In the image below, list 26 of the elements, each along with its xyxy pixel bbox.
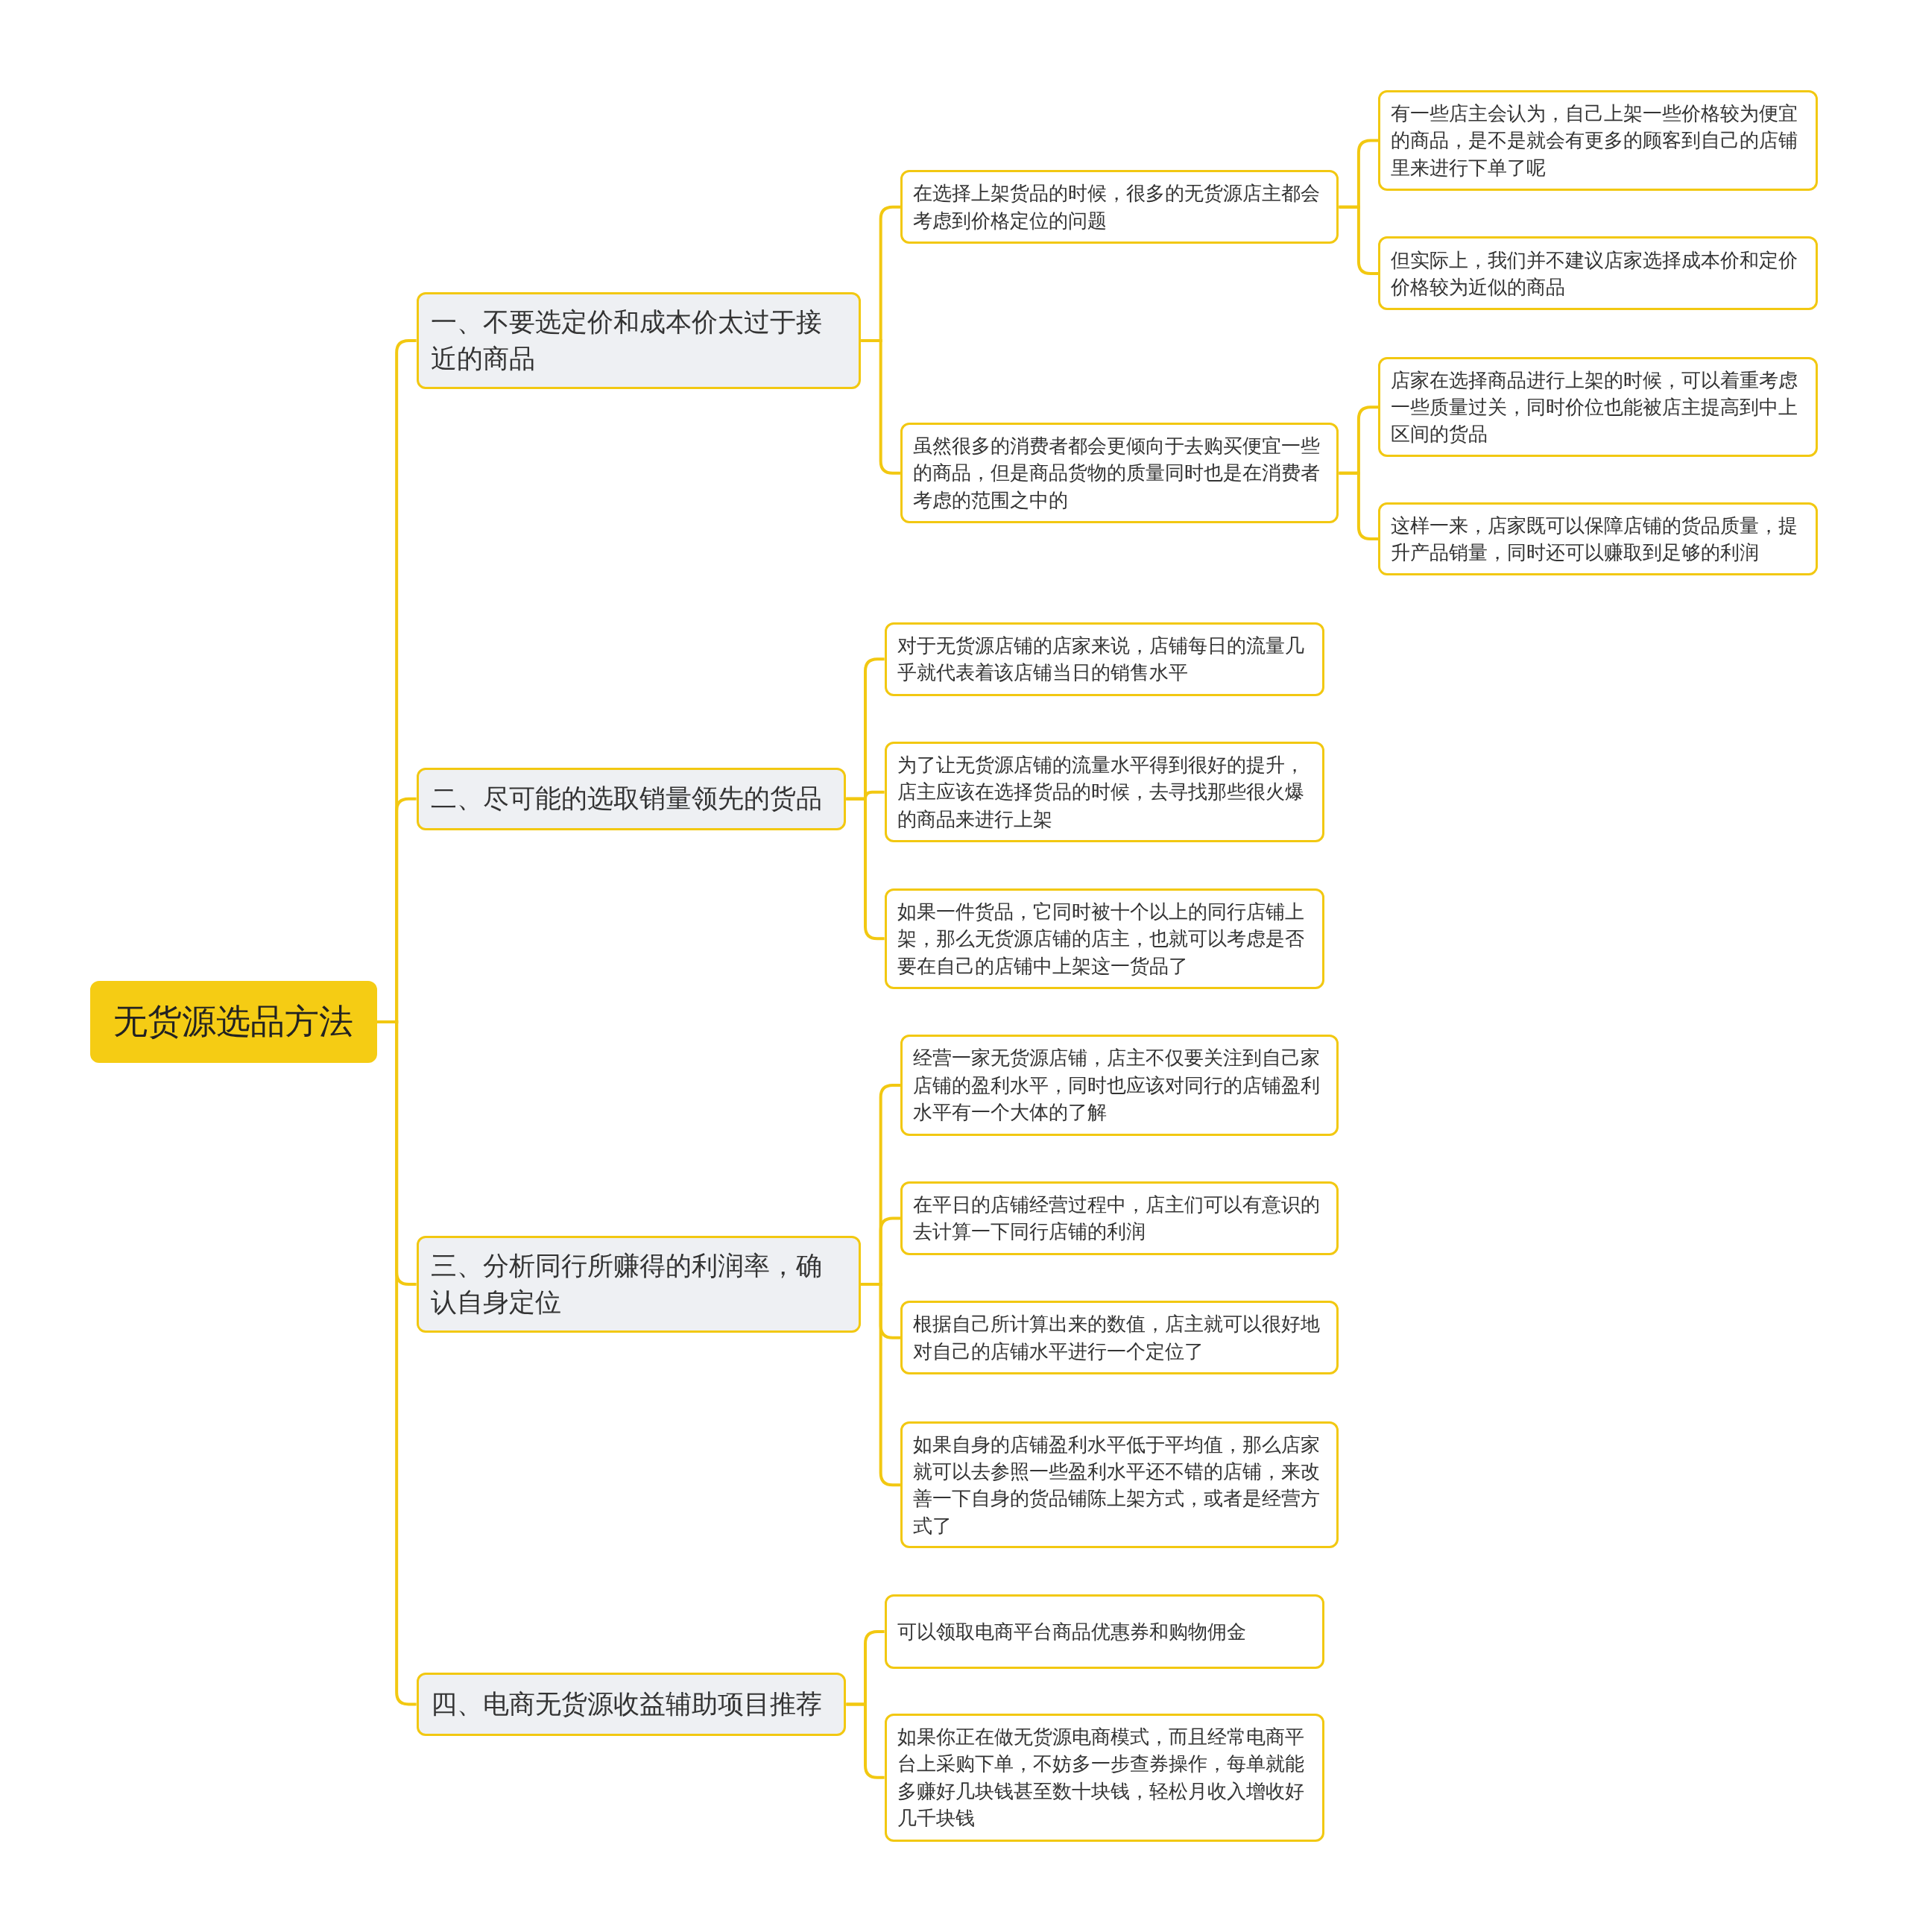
connector-line [1339, 471, 1379, 541]
connector-line [1339, 205, 1379, 275]
topic-box: 二、尽可能的选取销量领先的货品 [416, 767, 847, 830]
subtopic-box: 店家在选择商品进行上架的时候，可以着重考虑一些质量过关，同时价位也能被店主提高到中上区间的货品 [1378, 357, 1819, 458]
connector-line [861, 1282, 901, 1487]
subtopic-box: 虽然很多的消费者都会更倾向于去购买便宜一些的商品，但是商品货物的质量同时也是在消费者考虑的范围之中的 [900, 422, 1339, 524]
root-box: 无货源选品方法 [89, 980, 377, 1064]
subtopic-box: 如果一件货品，它同时被十个以上的同行店铺上架，那么无货源店铺的店主，也就可以考虑是否要在自己的店铺中上架这一货品了 [884, 888, 1324, 990]
subtopic-box: 根据自己所计算出来的数值，店主就可以很好地对自己的店铺水平进行一个定位了 [900, 1301, 1339, 1375]
subtopic-box: 但实际上，我们并不建议店家选择成本价和定价价格较为近似的商品 [1378, 236, 1819, 311]
subtopic-box: 在平日的店铺经营过程中，店主们可以有意识的去计算一下同行店铺的利润 [900, 1181, 1339, 1256]
subtopic-box: 经营一家无货源店铺，店主不仅要关注到自己家店铺的盈利水平，同时也应该对同行的店铺盈利水平有一个大体的了解 [900, 1035, 1339, 1136]
subtopic-box: 如果你正在做无货源电商模式，而且经常电商平台上采购下单，不妨多一步查券操作，每单就能多赚好几块钱甚至数十块钱，轻松月收入增收好几千块钱 [884, 1713, 1324, 1842]
subtopic-box: 有一些店主会认为，自己上架一些价格较为便宜的商品，是不是就会有更多的顾客到自己的店铺里来进行下单了呢 [1378, 89, 1819, 192]
subtopic-box: 对于无货源店铺的店家来说，店铺每日的流量几乎就代表着该店铺当日的销售水平 [884, 622, 1324, 696]
connector-line [846, 1702, 885, 1779]
topic-box: 一、不要选定价和成本价太过于接近的商品 [416, 291, 862, 390]
subtopic-box: 为了让无货源店铺的流量水平得到很好的提升，店主应该在选择货品的时候，去寻找那些很火爆的商品来进行上架 [884, 741, 1324, 843]
topic-box: 四、电商无货源收益辅助项目推荐 [416, 1673, 847, 1736]
subtopic-box: 可以领取电商平台商品优惠券和购物佣金 [884, 1594, 1324, 1670]
connector-line [846, 797, 885, 941]
topic-box: 三、分析同行所赚得的利润率，确认自身定位 [416, 1235, 862, 1333]
subtopic-box: 如果自身的店铺盈利水平低于平均值，那么店家就可以去参照一些盈利水平还不错的店铺，来改善一下自身的货品铺陈上架方式，或者是经营方式了 [900, 1421, 1339, 1549]
connector-line [861, 338, 901, 475]
subtopic-box: 在选择上架货品的时候，很多的无货源店主都会考虑到价格定位的问题 [900, 170, 1339, 244]
subtopic-box: 这样一来，店家既可以保障店铺的货品质量，提升产品销量，同时还可以赚取到足够的利润 [1378, 502, 1819, 575]
